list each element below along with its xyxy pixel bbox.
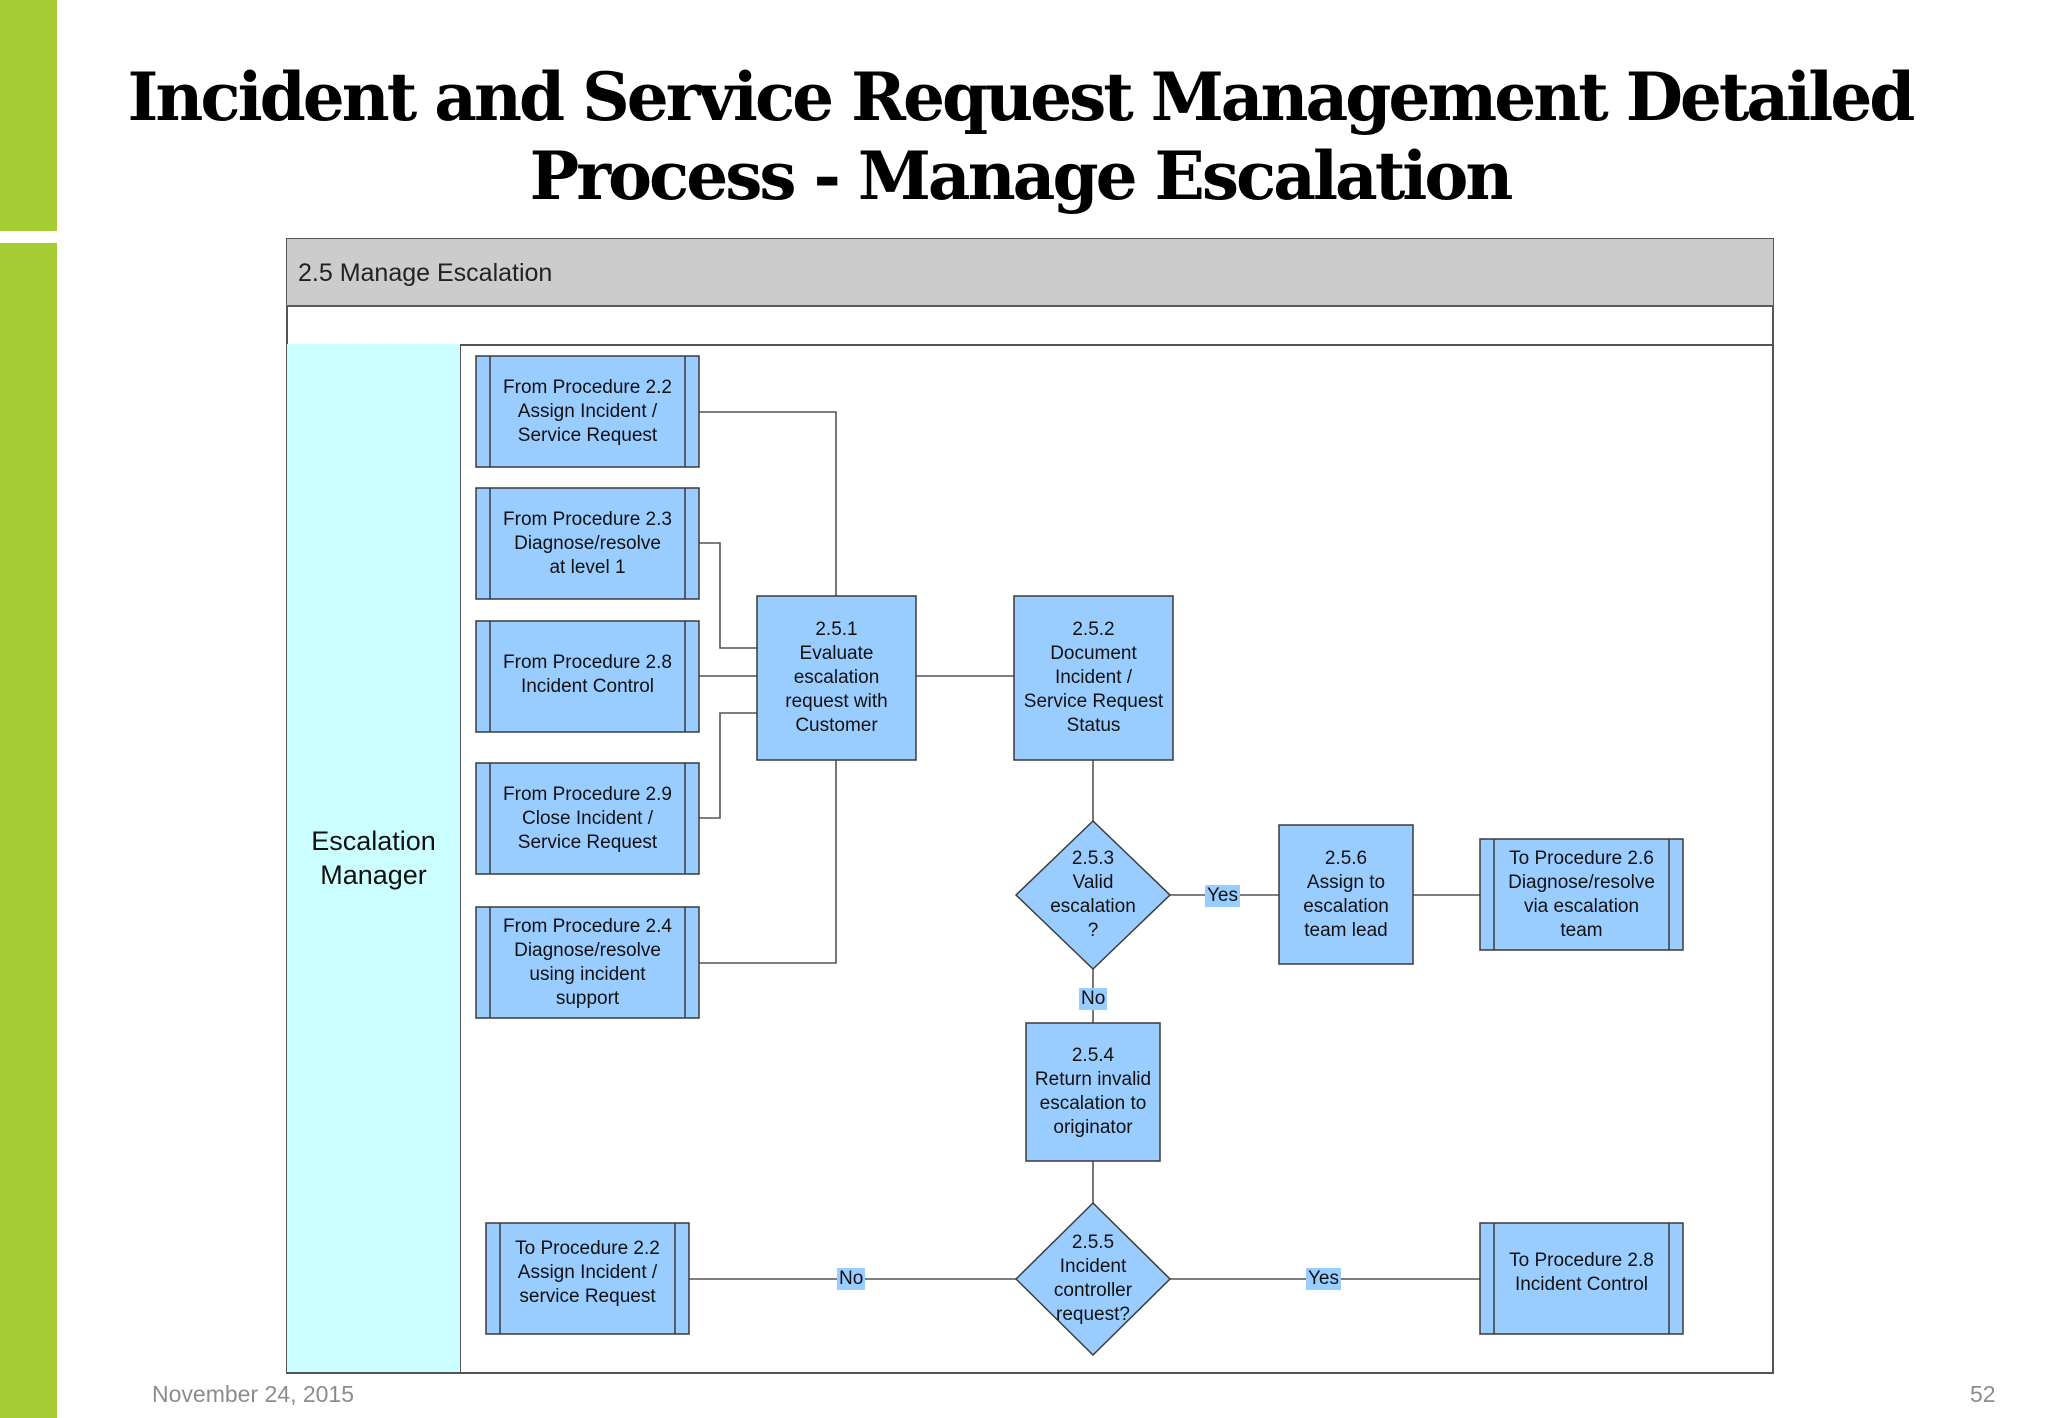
accent-bar-top <box>0 0 57 231</box>
connector-from22-to-251 <box>699 411 837 596</box>
ref-box-from-24 <box>475 906 700 1019</box>
connector-from24-to-251 <box>699 760 837 964</box>
label-yes-controller: Yes <box>1306 1268 1341 1290</box>
lane-label-line-1: Escalation <box>311 826 436 856</box>
label-no-valid: No <box>1079 988 1108 1010</box>
pool-title: 2.5 Manage Escalation <box>298 259 553 287</box>
slide-title: Incident and Service Request Management … <box>120 58 1920 216</box>
ref-box-from-28 <box>475 620 700 733</box>
ref-box-from-22 <box>475 355 700 468</box>
slide-title-line-2: Process - Manage Escalation <box>529 137 1514 215</box>
connector-from23-to-251 <box>699 542 757 649</box>
slide-title-line-1: Incident and Service Request Management … <box>127 58 1916 136</box>
footer-date: November 24, 2015 <box>152 1381 355 1407</box>
page-number: 52 <box>1970 1381 1996 1407</box>
diagram-canvas <box>286 238 1774 1374</box>
label-no-controller: No <box>837 1268 866 1290</box>
decision-diamond-255 <box>1014 1201 1172 1357</box>
lane-label-line-2: Manager <box>320 860 427 890</box>
ref-box-to-22 <box>485 1222 690 1335</box>
ref-box-from-29 <box>475 762 700 875</box>
ref-box-from-23 <box>475 487 700 600</box>
process-box-256 <box>1278 824 1414 965</box>
lane-escalation-manager: Escalation Manager <box>287 344 460 1372</box>
process-box-252 <box>1013 595 1174 761</box>
process-box-251 <box>756 595 917 761</box>
process-diagram: 2.5 Manage Escalation Escalation Manager… <box>286 238 1776 1374</box>
decision-diamond-253 <box>1014 819 1172 971</box>
ref-box-to-28 <box>1479 1222 1684 1335</box>
process-box-254 <box>1025 1022 1161 1162</box>
pool-header: 2.5 Manage Escalation <box>287 239 1773 307</box>
label-yes-valid: Yes <box>1205 885 1240 907</box>
ref-box-to-26 <box>1479 838 1684 951</box>
accent-bar-bottom <box>0 243 57 1418</box>
connector-from29-to-251 <box>699 712 757 819</box>
